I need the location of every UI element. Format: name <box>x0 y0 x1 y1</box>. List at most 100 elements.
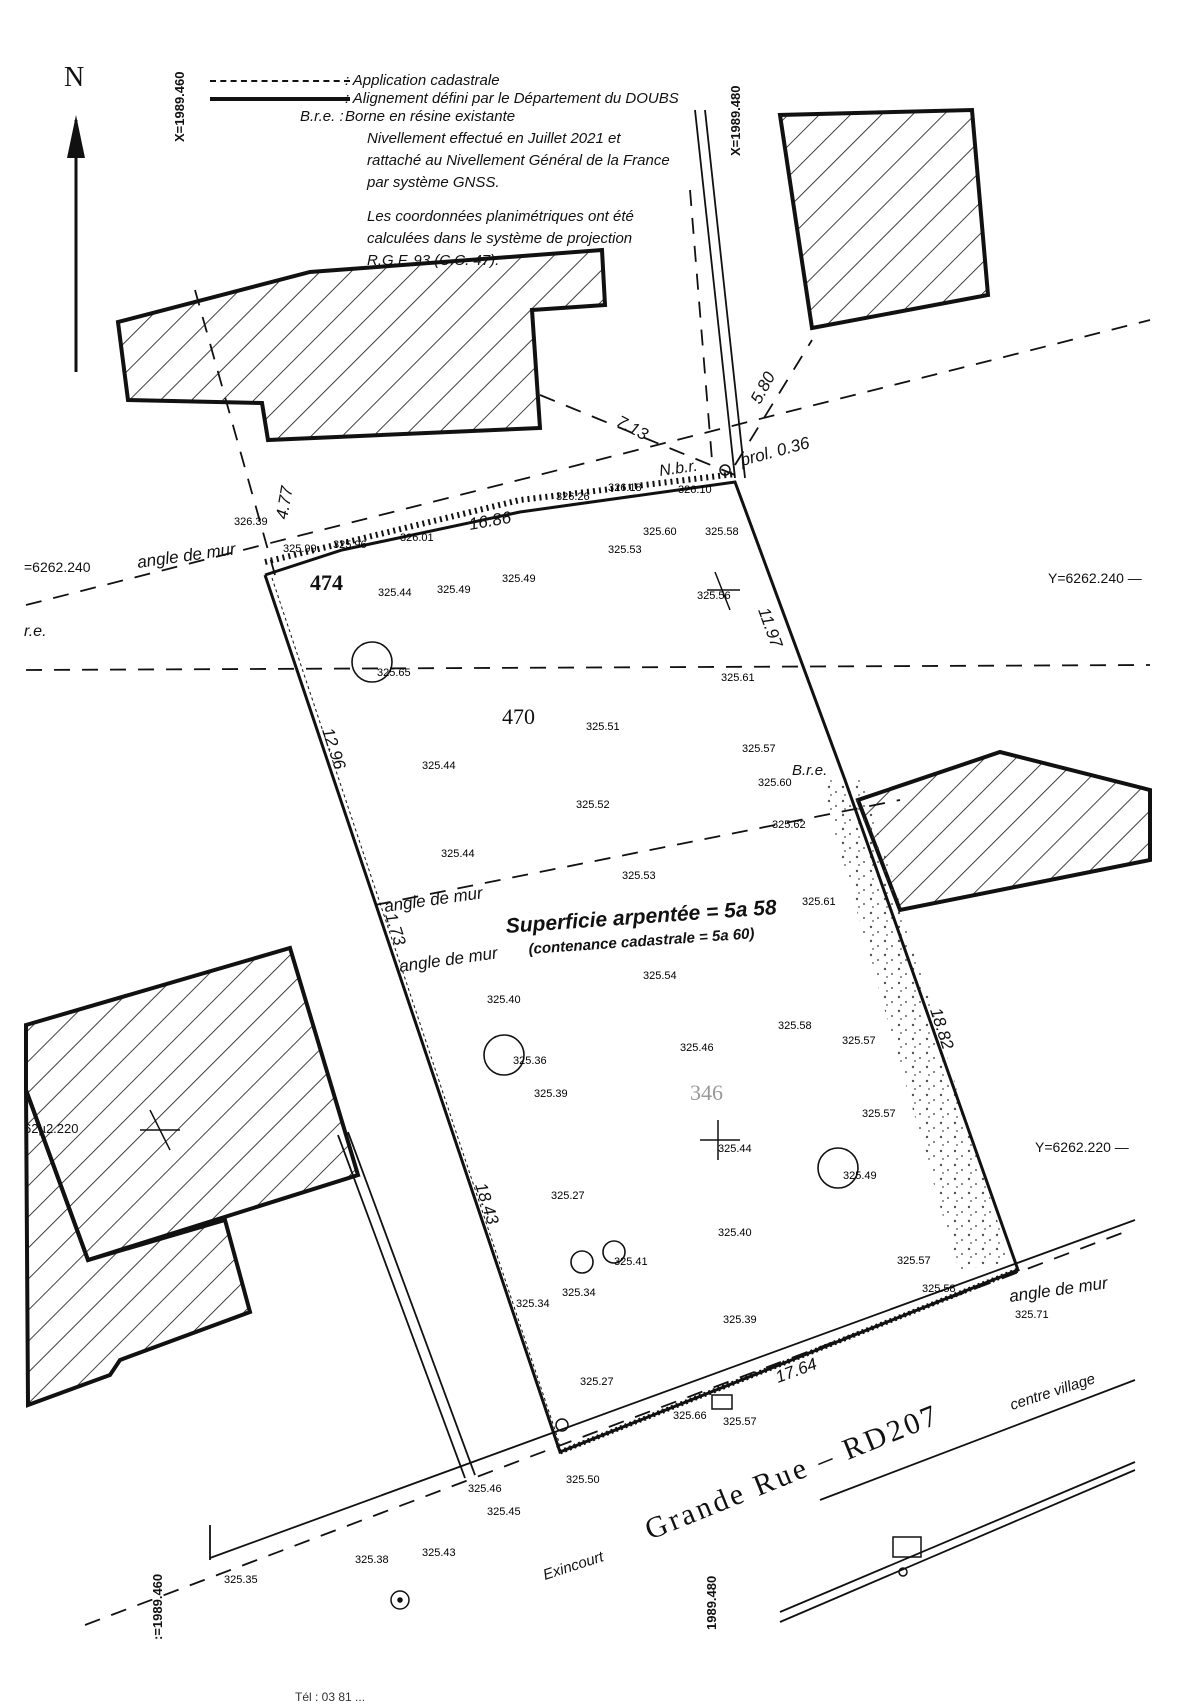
tree-icon <box>602 1240 626 1264</box>
dashed-line-sample <box>210 80 350 82</box>
elevation-label: 325.27 <box>580 1376 614 1388</box>
centre-village-label: centre village <box>1008 1370 1097 1413</box>
elevation-label: 325.57 <box>897 1255 931 1267</box>
elevation-label: 325.44 <box>718 1143 752 1155</box>
north-label: N <box>64 62 85 93</box>
legend-row-bre: B.r.e. : Borne en résine existante <box>190 108 690 126</box>
elevation-label: 325.40 <box>487 994 521 1006</box>
angle-de-mur-west-2: angle de mur <box>398 943 500 976</box>
legend-row-alignment: : Alignement défini par le Département d… <box>190 90 690 108</box>
elevation-label: 326.10 <box>678 484 712 496</box>
elevation-label: 325.62 <box>772 819 806 831</box>
elevation-label: 325.44 <box>422 760 456 772</box>
building-east <box>855 749 1152 913</box>
legend-row-cadastral: : Application cadastrale <box>190 72 690 90</box>
elevation-label: 325.40 <box>718 1227 752 1239</box>
elevation-label: 325.61 <box>721 672 755 684</box>
building-southwest-upper <box>24 945 361 1263</box>
lot-number-main: 470 <box>502 704 535 729</box>
legend-leveling-3: par système GNSS. <box>367 174 500 191</box>
angle-de-mur-west-1: angle de mur <box>383 883 485 916</box>
exincourt-label: Exincourt <box>541 1548 607 1584</box>
grid-x-top-left: X=1989.460 <box>172 72 187 142</box>
grid-y-240-right: Y=6262.240 — <box>1048 570 1142 586</box>
legend-coords-1: Les coordonnées planimétriques ont été <box>367 208 634 225</box>
prol-label: prol. 0.36 <box>737 433 812 470</box>
angle-de-mur-south: angle de mur <box>1008 1273 1110 1306</box>
bre-left-label: r.e. <box>24 623 47 640</box>
survey-markers <box>140 464 922 1610</box>
elevation-label: 325.71 <box>1015 1309 1049 1321</box>
nbr-marker <box>719 464 731 476</box>
elevation-label: 325.51 <box>586 721 620 733</box>
elevation-label: 325.43 <box>422 1547 456 1559</box>
elevation-label: 325.57 <box>742 743 776 755</box>
lot-number-faded: 346 <box>690 1080 723 1105</box>
elevation-label: 325.27 <box>551 1190 585 1202</box>
footer-note: Tél : 03 81 ... <box>295 1690 366 1704</box>
legend-coords-2: calculées dans le système de projection <box>367 230 633 247</box>
elevation-label: 325.39 <box>534 1088 568 1100</box>
elevation-label: 325.53 <box>622 870 656 882</box>
lot-number-north: 474 <box>310 570 343 595</box>
dim-580: 5.80 <box>747 368 780 407</box>
tree-icon <box>570 1250 594 1274</box>
north-arrow <box>67 115 85 372</box>
legend-leveling-1: Nivellement effectué en Juillet 2021 et <box>367 130 621 147</box>
elevation-label: 326.39 <box>234 516 268 528</box>
elevation-label: 325.52 <box>576 799 610 811</box>
elevation-label: 325.60 <box>758 777 792 789</box>
nbr-label: N.b.r. <box>658 458 699 480</box>
dim-west-mid: 1.73 <box>381 910 409 948</box>
cadastral-lines <box>25 189 1151 1626</box>
legend-alignment: : Alignement défini par le Département d… <box>345 90 679 107</box>
tree-icon <box>483 1034 525 1076</box>
elevation-label: 325.99 <box>283 543 317 555</box>
elevation-label: 325.46 <box>680 1042 714 1054</box>
legend-coords-3: R.G.F. 93 (C.C. 47). <box>367 252 500 269</box>
dim-477: 4.77 <box>272 484 297 520</box>
elevation-label: 325.34 <box>516 1298 550 1310</box>
elevation-label: 325.38 <box>355 1554 389 1566</box>
legend-cadastral: : Application cadastrale <box>345 72 500 89</box>
plot-boundary <box>263 471 1020 1455</box>
legend-leveling-2: rattaché au Nivellement Général de la Fr… <box>367 152 670 169</box>
solid-line-sample <box>210 97 350 101</box>
elevation-label: 325.54 <box>643 970 677 982</box>
elevation-points: 326.39 325.99 325.96 326.01 326.26 326.18 326.… <box>224 482 1049 1586</box>
grid-y-240-left: =6262.240 <box>24 559 91 575</box>
grid-y-220-right: Y=6262.220 — <box>1035 1139 1129 1155</box>
grid-y-220-left: 62µ2.220 <box>24 1121 78 1136</box>
elevation-label: 325.56 <box>697 590 731 602</box>
building-southwest-lower <box>24 1089 253 1408</box>
grid-x-bottom-right: 1989.480 <box>704 1576 719 1630</box>
elevation-label: 325.39 <box>723 1314 757 1326</box>
building-north-right <box>777 107 991 331</box>
bre-label: B.r.e. <box>792 762 827 779</box>
legend: : Application cadastrale : Alignement dé… <box>190 72 690 270</box>
elevation-label: 325.61 <box>802 896 836 908</box>
elevation-label: 325.57 <box>862 1108 896 1120</box>
grid-x-top-right: X=1989.480 <box>728 86 743 156</box>
elevation-label: 325.66 <box>673 1410 707 1422</box>
elevation-label: 325.45 <box>487 1506 521 1518</box>
elevation-label: 325.34 <box>562 1287 596 1299</box>
elevation-label: 326.18 <box>608 482 642 494</box>
tree-symbols <box>351 641 859 1274</box>
tree-icon <box>351 641 393 683</box>
elevation-label: 325.44 <box>441 848 475 860</box>
elevation-label: 325.35 <box>224 1574 258 1586</box>
gravel-strip <box>820 780 1010 1270</box>
elevation-label: 325.49 <box>437 584 471 596</box>
elevation-label: 325.50 <box>566 1474 600 1486</box>
elevation-label: 325.49 <box>502 573 536 585</box>
building-north-left <box>115 247 608 443</box>
elevation-label: 325.36 <box>513 1055 547 1067</box>
elevation-label: 325.53 <box>608 544 642 556</box>
elevation-label: 325.57 <box>842 1035 876 1047</box>
elevation-label: 325.96 <box>333 539 367 551</box>
elevation-label: 326.01 <box>400 532 434 544</box>
elevation-label: 325.58 <box>705 526 739 538</box>
elevation-label: 326.26 <box>556 491 590 503</box>
